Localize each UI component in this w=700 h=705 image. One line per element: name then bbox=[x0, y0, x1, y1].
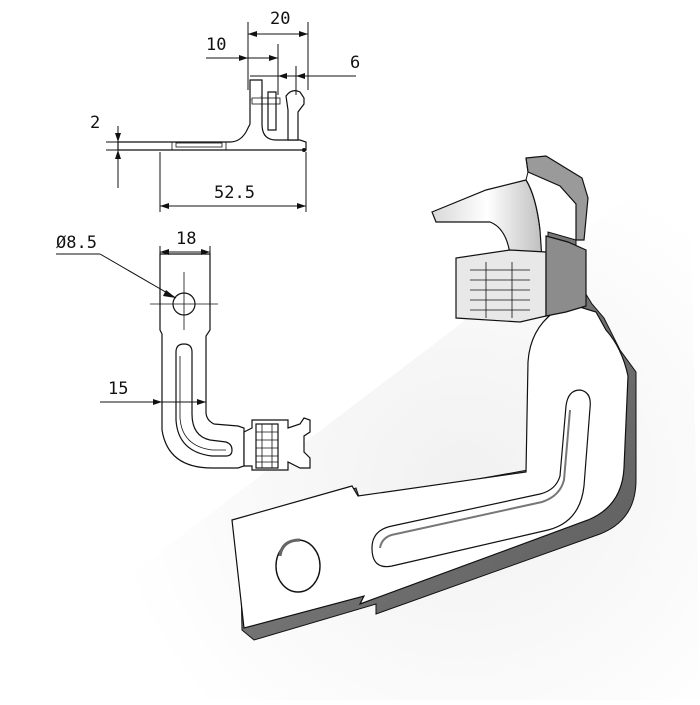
dimension-2: 2 bbox=[90, 113, 121, 188]
dimension-15-label: 15 bbox=[108, 379, 128, 399]
dimension-6-label: 6 bbox=[350, 53, 360, 73]
dimension-10-label: 10 bbox=[206, 35, 226, 55]
dimension-20-label: 20 bbox=[270, 9, 290, 29]
side-view-crimp bbox=[285, 90, 305, 141]
dimension-hole-diameter: Ø8.5 bbox=[56, 233, 177, 299]
hole-diameter-label: Ø8.5 bbox=[56, 233, 97, 253]
front-view-slot bbox=[175, 343, 233, 457]
iso-part-face bbox=[231, 303, 629, 629]
side-view bbox=[117, 79, 307, 152]
isometric-view bbox=[231, 155, 637, 641]
front-view-plate bbox=[159, 253, 245, 469]
dimension-52-5: 52.5 bbox=[159, 152, 307, 212]
dimension-2-label: 2 bbox=[90, 113, 100, 133]
side-view-body bbox=[117, 95, 307, 151]
dimension-15: 15 bbox=[100, 379, 206, 405]
dimension-52-5-label: 52.5 bbox=[214, 183, 255, 203]
dimension-18-label: 18 bbox=[176, 229, 196, 249]
dimension-10: 10 bbox=[206, 35, 279, 95]
front-view bbox=[150, 253, 311, 471]
iso-crimp-wing-right bbox=[525, 155, 589, 241]
dimension-18: 18 bbox=[159, 229, 211, 282]
iso-slot bbox=[371, 389, 591, 568]
dimension-20: 20 bbox=[247, 9, 309, 90]
iso-crimp-wing bbox=[431, 179, 543, 261]
iso-serrated-barrel bbox=[455, 249, 547, 323]
dimension-6: 6 bbox=[250, 53, 360, 95]
